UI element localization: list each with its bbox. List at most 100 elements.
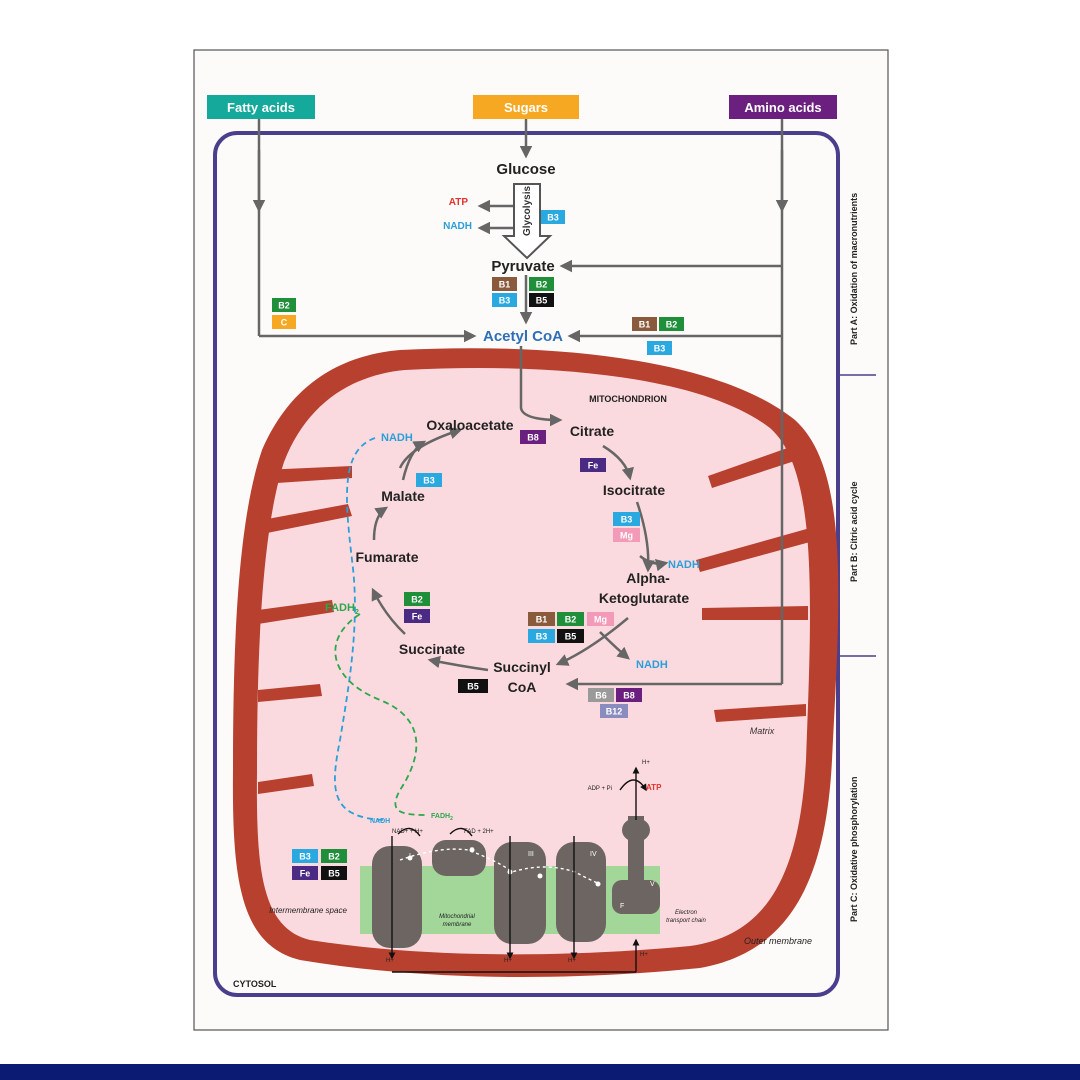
adp-label: ADP + Pi (588, 786, 612, 792)
svg-text:Fe: Fe (412, 612, 423, 622)
svg-text:B3: B3 (299, 852, 311, 862)
fatty-acids-label: Fatty acids (227, 100, 295, 115)
alpha-ketoglutarate-line2: Ketoglutarate (599, 590, 689, 606)
svg-text:B3: B3 (621, 515, 633, 525)
badge-b8-citrate (520, 430, 546, 444)
amino-acids-box (729, 95, 837, 119)
badge-b12-amino (600, 704, 628, 718)
svg-text:B3: B3 (547, 213, 559, 223)
svg-text:B2: B2 (565, 615, 577, 625)
badge-b3-glycolysis (541, 210, 565, 224)
cytosol-label: CYTOSOL (233, 979, 277, 989)
complex-v-label: V (650, 881, 655, 888)
badge-b2-pyruvate (529, 277, 554, 291)
complex-ii (432, 840, 486, 876)
sugars-box (473, 95, 579, 119)
complex-v-f-label: F (620, 903, 624, 910)
h-plus-label-1: H+ (386, 958, 394, 964)
badge-b3-amino (647, 341, 672, 355)
svg-text:B1: B1 (639, 320, 651, 330)
pyruvate-label: Pyruvate (491, 258, 554, 275)
svg-text:B3: B3 (654, 344, 666, 354)
svg-text:B8: B8 (527, 433, 539, 443)
cristae (258, 440, 810, 794)
svg-text:B8: B8 (623, 691, 635, 701)
svg-text:B2: B2 (536, 280, 548, 290)
intermembrane-label: Intermembrane space (269, 906, 347, 915)
etc-line1: Electron (675, 910, 698, 916)
isocitrate-label: Isocitrate (603, 482, 665, 498)
sugars-label: Sugars (504, 100, 548, 115)
svg-text:B3: B3 (536, 632, 548, 642)
svg-text:Fe: Fe (300, 869, 311, 879)
h-plus-label-3: H+ (568, 958, 576, 964)
badge-b8-amino (616, 688, 642, 702)
badge-mg-akg (587, 612, 614, 626)
citrate-label: Citrate (570, 423, 615, 439)
badge-b2-amino (659, 317, 684, 331)
badge-b3-akg (528, 629, 555, 643)
succinyl-coa-line2: CoA (508, 679, 537, 695)
svg-text:B1: B1 (536, 615, 548, 625)
glycolysis-label: Glycolysis (522, 186, 533, 236)
bottom-bar (0, 1064, 1080, 1080)
badge-mg-isocitrate (613, 528, 640, 542)
nad-plus-label: NAD+ + H+ (392, 829, 423, 835)
badge-b6-amino (588, 688, 614, 702)
h-plus-label-2: H+ (504, 958, 512, 964)
succinyl-coa-line1: Succinyl (493, 659, 551, 675)
nadh-glycolysis-label: NADH (443, 221, 472, 232)
badge-b5-etc (321, 866, 347, 880)
badge-b5-akg (557, 629, 584, 643)
svg-text:B3: B3 (423, 476, 435, 486)
mito-membrane-line1: Mitochondrial (439, 914, 475, 920)
complex-v-base (612, 880, 660, 914)
pathway-arrows (252, 118, 789, 691)
badge-b2-fatty (272, 298, 296, 312)
oxaloacetate-label: Oxaloacetate (426, 417, 513, 433)
mito-membrane-line2: membrane (443, 922, 472, 928)
complex-iii (494, 842, 546, 944)
svg-text:B6: B6 (595, 691, 607, 701)
badge-fe-succinate (404, 609, 430, 623)
svg-text:Mg: Mg (620, 531, 633, 541)
badge-b2-akg (557, 612, 584, 626)
outer-membrane-label: Outer membrane (744, 936, 812, 946)
svg-text:B5: B5 (565, 632, 577, 642)
badge-b1-pyruvate (492, 277, 517, 291)
badge-b5-pyruvate (529, 293, 554, 307)
badges: B3 B1 B2 B3 B5 B2 C B1 B2 B3 B8 Fe B3 B3 (272, 210, 684, 880)
fadh2-dashed-path (334, 613, 429, 816)
svg-text:B3: B3 (499, 296, 511, 306)
badge-b3-isocitrate (613, 512, 640, 526)
part-a-label: Part A: Oxidation of macronutrients (849, 193, 859, 345)
mitochondrion-label: MITOCHONDRION (589, 394, 667, 404)
etc-atp-label: ATP (646, 783, 662, 792)
svg-text:Mg: Mg (594, 615, 607, 625)
h-plus-top-label: H+ (642, 760, 650, 766)
complex-i (372, 846, 422, 948)
svg-text:B1: B1 (499, 280, 511, 290)
fad-label: FAD + 2H+ (464, 829, 494, 835)
glycolysis-arrow (501, 183, 553, 260)
etc-fadh2-label: FADH2 (431, 813, 453, 822)
h-plus-label-4: H+ (640, 952, 648, 958)
badge-b1-akg (528, 612, 555, 626)
svg-text:B5: B5 (467, 682, 479, 692)
badge-b5-succinyl (458, 679, 488, 693)
badge-c-fatty (272, 315, 296, 329)
complex-iv (556, 842, 606, 942)
alpha-ketoglutarate-line1: Alpha- (626, 570, 670, 586)
badge-b3-malate (416, 473, 442, 487)
electron-flow (399, 848, 601, 885)
badge-b3-etc (292, 849, 318, 863)
svg-text:B12: B12 (606, 707, 623, 717)
badge-b2-succinate (404, 592, 430, 606)
fatty-acids-box (207, 95, 315, 119)
svg-text:B2: B2 (328, 852, 340, 862)
part-c-label: Part C: Oxidative phosphorylation (849, 776, 859, 922)
nadh-alpha-label: NADH (636, 659, 668, 671)
svg-text:B5: B5 (536, 296, 548, 306)
badge-b3-pyruvate (492, 293, 517, 307)
succinate-label: Succinate (399, 641, 465, 657)
